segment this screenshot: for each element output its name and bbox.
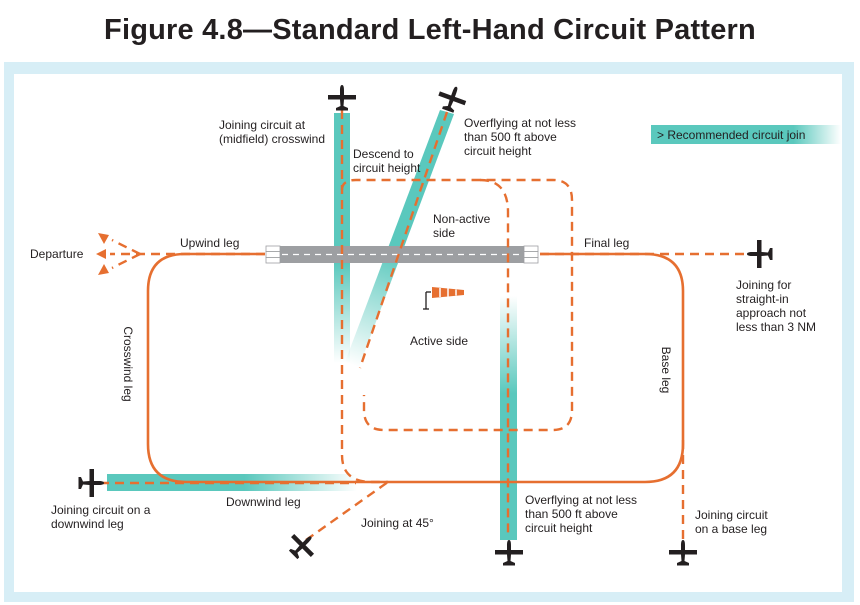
- aircraft-icon-overfly-top: [438, 86, 467, 113]
- label-descend-circuit-height: Descend to circuit height: [353, 147, 421, 175]
- aircraft-icon-45: [288, 533, 315, 560]
- aircraft-icon-straight-in: [747, 240, 773, 268]
- label-join-at-45: Joining at 45°: [361, 516, 434, 530]
- figure-title: Figure 4.8—Standard Left-Hand Circuit Pa…: [104, 14, 756, 46]
- runway-icon: [265, 245, 539, 264]
- track-departure-upper: [111, 238, 141, 256]
- label-join-base-leg: Joining circuit on a base leg: [695, 508, 768, 536]
- label-join-midfield-crosswind: Joining circuit at (midfield) crosswind: [219, 118, 326, 146]
- label-crosswind-leg: Crosswind leg: [121, 326, 135, 402]
- track-overfly-top: [358, 111, 449, 369]
- track-descend-circuit: [340, 178, 574, 432]
- track-departure-lower: [111, 252, 141, 270]
- label-join-downwind-leg: Joining circuit on a downwind leg: [51, 503, 151, 531]
- label-final-leg: Final leg: [584, 236, 630, 250]
- arrow-departure-straight: [96, 249, 106, 259]
- label-join-straight-in: Joining for straight-in approach not les…: [736, 278, 817, 334]
- track-midfield-crosswind: [340, 110, 388, 484]
- track-45-join: [305, 481, 389, 541]
- label-active-side: Active side: [410, 334, 469, 348]
- legend-swatch: [651, 125, 841, 144]
- arrow-departure-lower: [98, 264, 109, 275]
- label-overflying-top: Overflying at not less than 500 ft above…: [464, 116, 577, 158]
- label-upwind-leg: Upwind leg: [180, 236, 240, 250]
- arrow-departure-upper: [98, 233, 109, 244]
- departure-arrows: [96, 233, 109, 275]
- join-band-overfly-bottom: [500, 296, 517, 540]
- label-overflying-bottom: Overflying at not less than 500 ft above…: [525, 493, 638, 535]
- circuit-pattern: [146, 252, 685, 484]
- legend-label: > Recommended circuit join: [657, 128, 806, 142]
- aircraft-icon-base: [669, 540, 697, 566]
- label-non-active-side: Non-active side: [433, 212, 491, 240]
- label-downwind-leg: Downwind leg: [226, 495, 301, 509]
- label-base-leg: Base leg: [659, 346, 673, 394]
- aircraft-icon-downwind: [78, 469, 104, 497]
- windsock-icon: [423, 287, 464, 310]
- track-overfly-bottom: [479, 178, 510, 538]
- dashed-tracks: [100, 110, 760, 541]
- aircraft-icon-overfly-bottom: [495, 540, 523, 566]
- label-departure: Departure: [30, 247, 84, 261]
- aircraft-icon-midfield: [328, 85, 356, 111]
